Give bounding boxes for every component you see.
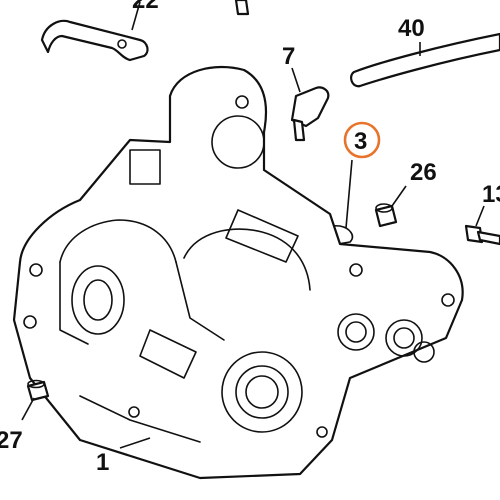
callout-1: 1 (96, 449, 109, 476)
part-22-bracket (40, 19, 149, 62)
leader-line-22 (131, 1, 141, 31)
callout-27: 27 (0, 427, 23, 454)
part-1-crankcase (12, 66, 464, 480)
callout-22: 22 (132, 0, 159, 14)
part-13-bolt (464, 224, 500, 246)
leader-line-13 (475, 205, 485, 227)
leader-line-26 (391, 185, 407, 207)
callout-40: 40 (398, 15, 425, 42)
part-40-hose (350, 32, 500, 88)
part-7-elbow-fitting (290, 86, 330, 142)
highlight-circle-3 (343, 121, 381, 159)
part-27-sleeve (26, 379, 50, 402)
part-26-sleeve (374, 203, 398, 228)
leader-line-27 (21, 397, 35, 421)
callout-26: 26 (410, 159, 437, 186)
leader-line-3 (345, 159, 353, 229)
callout-7: 7 (282, 43, 295, 70)
callout-13: 13 (482, 181, 500, 208)
leader-line-1 (119, 437, 151, 449)
small-bolt-top (234, 0, 250, 16)
leader-line-7 (291, 67, 301, 93)
callout-3: 3 (354, 128, 367, 155)
